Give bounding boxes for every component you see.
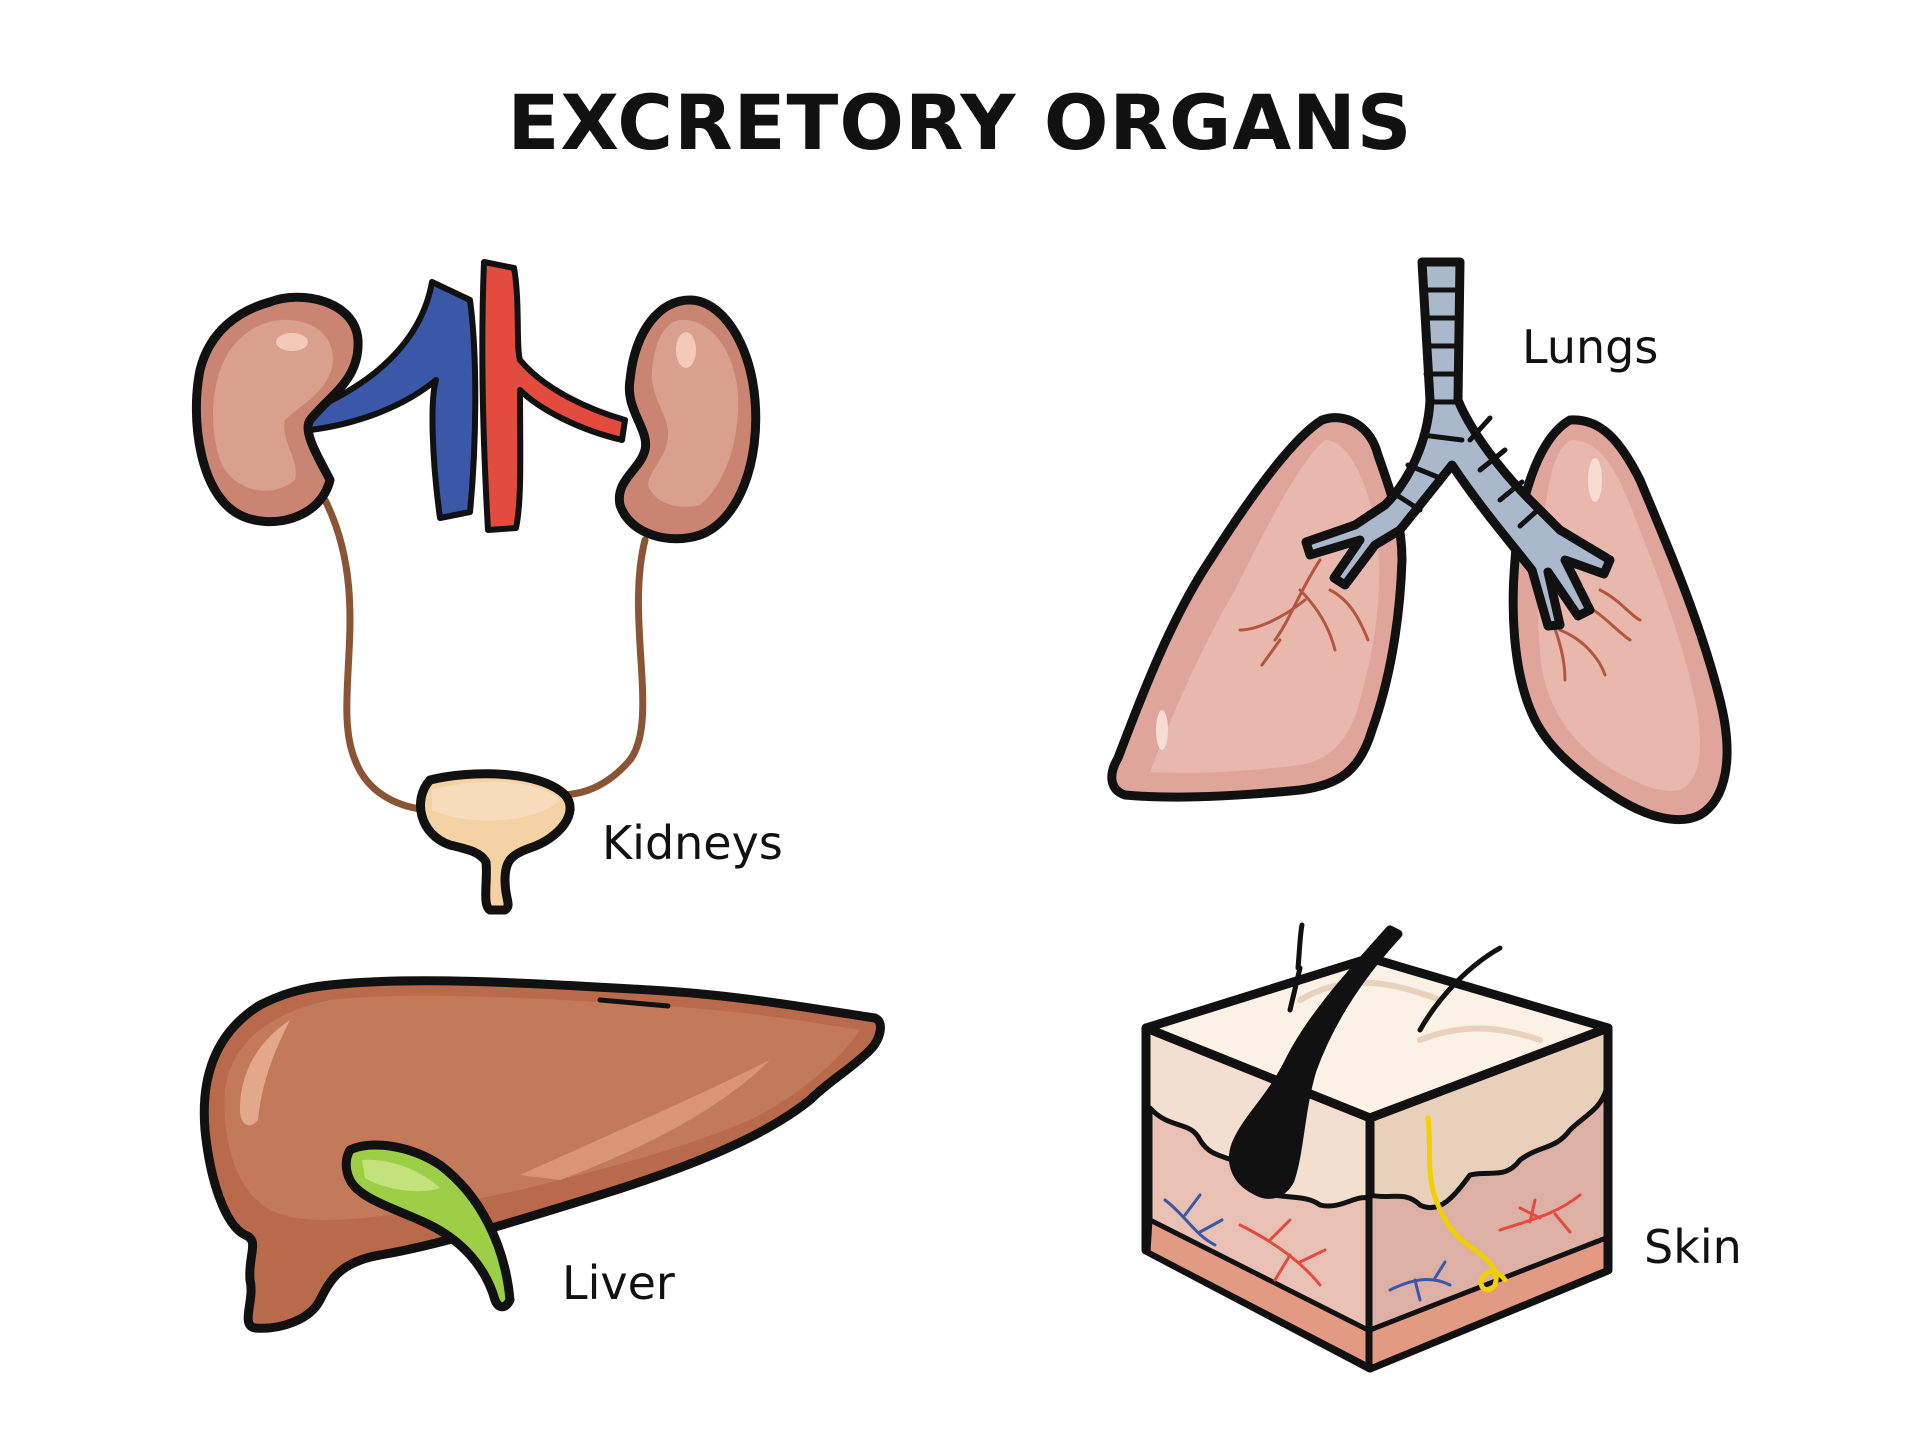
liver-illustration <box>199 976 885 1333</box>
skin-label: Skin <box>1644 1220 1742 1274</box>
right-ureter <box>551 536 649 799</box>
trachea <box>1301 257 1615 631</box>
vena-cava <box>303 279 479 521</box>
liver-label: Liver <box>562 1256 675 1310</box>
aorta <box>479 259 628 533</box>
left-ureter <box>321 496 439 814</box>
sweat-gland <box>1425 1115 1508 1293</box>
hair-follicle <box>1229 925 1403 1199</box>
kidneys-illustration <box>191 259 761 915</box>
lungs-label: Lungs <box>1522 320 1659 374</box>
kidneys-label: Kidneys <box>602 816 783 870</box>
skin-illustration <box>1141 922 1613 1373</box>
page-title: EXCRETORY ORGANS <box>507 78 1413 167</box>
lungs-illustration <box>1107 257 1732 825</box>
